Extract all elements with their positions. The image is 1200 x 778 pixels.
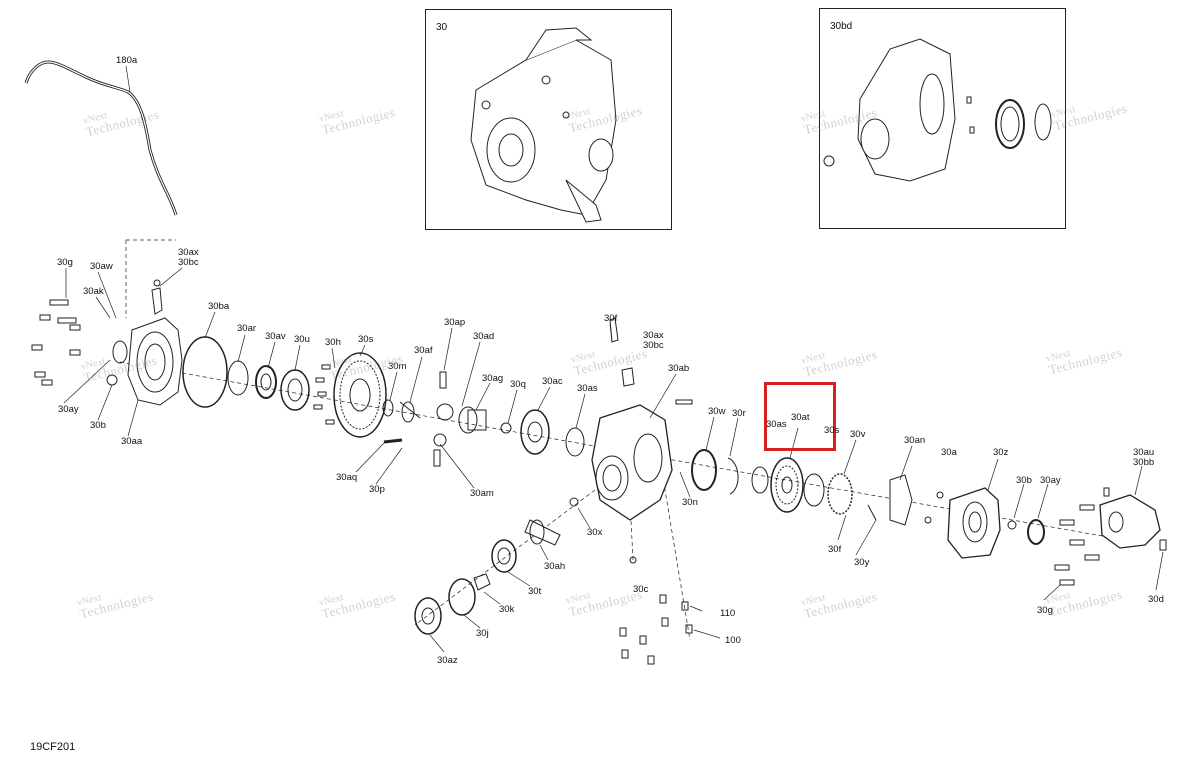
gear-30at — [770, 457, 804, 513]
callout-30as-left: 30as — [577, 383, 598, 394]
callout-30j: 30j — [476, 628, 489, 639]
right-cover — [947, 487, 1001, 559]
callout-30ac: 30ac — [542, 376, 563, 387]
callout-30ax-right: 30ax — [643, 330, 664, 341]
callout-30w: 30w — [708, 406, 726, 417]
callout-30b-right: 30b — [1016, 475, 1032, 486]
inset-housing: 30bd — [819, 8, 1066, 229]
callout-180a: 180a — [116, 55, 138, 66]
left-cover — [106, 317, 183, 406]
callout-100: 100 — [725, 635, 741, 646]
callout-110: 110 — [720, 608, 736, 619]
callout-30am: 30am — [470, 488, 494, 499]
callout-30ah: 30ah — [544, 561, 566, 572]
callout-30ad: 30ad — [473, 331, 495, 342]
callout-30af: 30af — [414, 345, 433, 356]
callout-30ax-left: 30ax — [178, 247, 199, 258]
diagram-reference-code: 19CF201 — [30, 741, 76, 753]
highlighted-part-box — [764, 382, 836, 451]
main-housing — [591, 317, 693, 521]
callout-30x: 30x — [587, 527, 603, 538]
callout-30aw: 30aw — [90, 261, 113, 272]
callout-30bc-left: 30bc — [178, 257, 199, 268]
callout-30c: 30c — [633, 584, 649, 595]
callout-30bb: 30bb — [1133, 457, 1155, 468]
callout-30m: 30m — [388, 361, 407, 372]
callout-30az: 30az — [437, 655, 458, 666]
callout-30y: 30y — [854, 557, 870, 568]
callout-30ba: 30ba — [208, 301, 230, 312]
callout-30d: 30d — [1148, 594, 1164, 605]
callout-30k: 30k — [499, 604, 515, 615]
callout-30h: 30h — [325, 337, 341, 348]
callout-30aa: 30aa — [121, 436, 143, 447]
callout-30an: 30an — [904, 435, 926, 446]
callout-30ar: 30ar — [237, 323, 257, 334]
callout-30ab: 30ab — [668, 363, 690, 374]
bolt-set-left — [31, 299, 81, 386]
callout-30ak: 30ak — [83, 286, 104, 297]
housing-drawing — [823, 38, 1052, 182]
callout-30at: 30at — [791, 412, 810, 423]
large-o-ring — [182, 336, 228, 408]
callout-30r: 30r — [732, 408, 746, 419]
callout-30f-top: 30f — [604, 313, 618, 324]
callout-30s: 30s — [358, 334, 374, 345]
ring-gear — [333, 352, 387, 438]
callout-30ay-left: 30ay — [58, 404, 79, 415]
callout-30bc-right: 30bc — [643, 340, 664, 351]
callout-30n: 30n — [682, 497, 698, 508]
actuator-30au — [1099, 487, 1161, 549]
callout-30f-bottom: 30f — [828, 544, 842, 555]
callout-30e: 30s — [824, 425, 840, 436]
callout-30z: 30z — [993, 447, 1009, 458]
inset-assembled-unit: 30 — [425, 9, 672, 230]
callout-30av: 30av — [265, 331, 286, 342]
callout-30au: 30au — [1133, 447, 1155, 458]
callout-30q: 30q — [510, 379, 526, 390]
callout-30b-left: 30b — [90, 420, 106, 431]
callout-30u: 30u — [294, 334, 310, 345]
callout-30a: 30a — [941, 447, 957, 458]
pinion-shaft — [524, 519, 561, 546]
callout-30ap: 30ap — [444, 317, 466, 328]
callout-30v: 30v — [850, 429, 866, 440]
inset-assembled-title: 30 — [436, 22, 448, 33]
callout-30as-right: 30as — [766, 419, 787, 430]
callout-30aq: 30aq — [336, 472, 358, 483]
callout-30p: 30p — [369, 484, 385, 495]
callout-30ay-right: 30ay — [1040, 475, 1061, 486]
inset-housing-title: 30bd — [830, 21, 853, 32]
callout-30g-right: 30g — [1037, 605, 1053, 616]
assembled-unit-drawing — [470, 27, 617, 223]
callout-30ag: 30ag — [482, 373, 504, 384]
callout-30t: 30t — [528, 586, 542, 597]
breather-tube — [24, 60, 178, 216]
callout-30g: 30g — [57, 257, 73, 268]
